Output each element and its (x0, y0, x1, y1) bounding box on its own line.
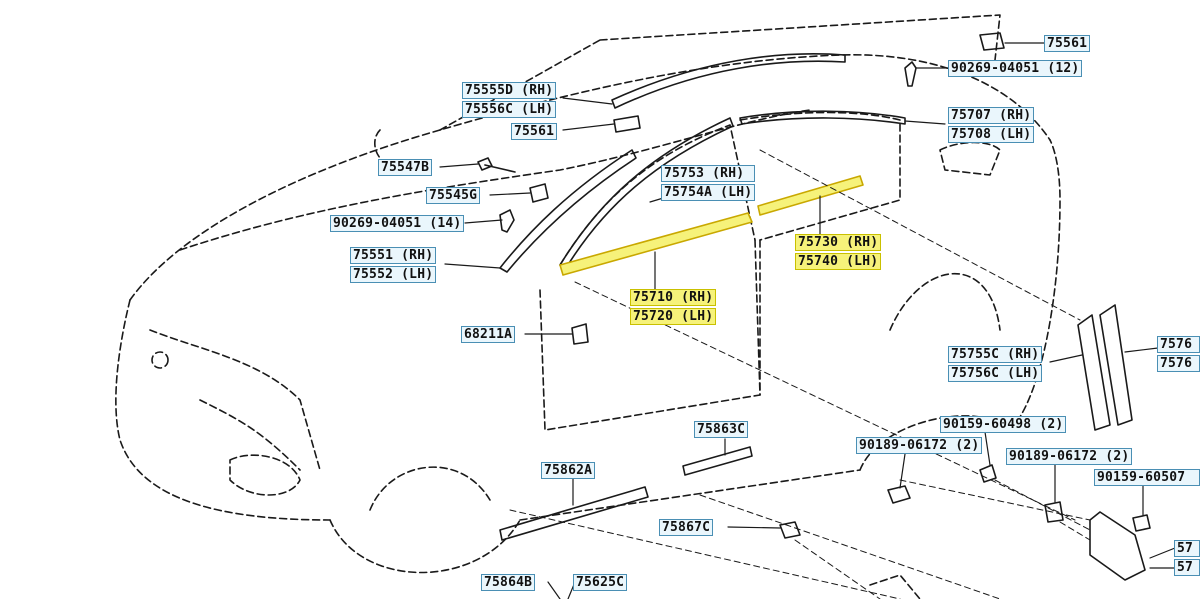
clip-75561 (613, 115, 641, 133)
clip-68211A (571, 323, 589, 345)
roof-molding (611, 53, 846, 109)
front-belt-molding (559, 212, 753, 276)
part-label-75710-75720: 75710 (RH)75720 (LH) (630, 289, 717, 327)
bracket-57 (1089, 511, 1146, 581)
part-label-75547B: 75547B (378, 159, 433, 178)
clip-75867C (779, 521, 801, 539)
part-label-68211A: 68211A (461, 326, 516, 345)
bolt-90189-b (1044, 501, 1064, 523)
part-label-75867C: 75867C (659, 519, 714, 538)
part-label-75561-top: 75561 (1044, 35, 1091, 54)
part-label-90189-06172-b: 90189-06172 (2) (1006, 448, 1133, 467)
part-label-75551-75552: 75551 (RH)75552 (LH) (350, 247, 437, 285)
rear-belt-molding (757, 175, 864, 216)
part-label-90189-06172-a: 90189-06172 (2) (856, 437, 983, 456)
garnish-7576 (1099, 304, 1133, 426)
lower-part-75864B (869, 574, 921, 599)
part-label-75864B: 75864B (481, 574, 536, 593)
part-label-75730-75740: 75730 (RH)75740 (LH) (795, 234, 882, 272)
clip-75545G (529, 183, 549, 203)
part-label-75755C-75756C: 75755C (RH)75756C (LH) (948, 346, 1043, 384)
part-label-75863C: 75863C (694, 421, 749, 440)
part-label-75625C: 75625C (573, 574, 628, 593)
screw-90159-60498 (979, 464, 997, 483)
part-label-75707-75708: 75707 (RH)75708 (LH) (948, 107, 1035, 145)
pillar-molding (499, 149, 637, 273)
part-label-75862A: 75862A (541, 462, 596, 481)
clip-75547B (477, 157, 516, 173)
part-label-75753-75754A: 75753 (RH)75754A (LH) (661, 165, 756, 203)
part-label-90159-60507: 90159-60507 (1094, 469, 1200, 488)
part-label-90159-60498: 90159-60498 (2) (940, 416, 1067, 435)
rear-frame-molding (739, 110, 906, 125)
upper-frame-molding (559, 117, 734, 269)
part-label-90269-04051-14: 90269-04051 (14) (330, 215, 465, 234)
clip-75561-top (979, 32, 1005, 51)
part-label-90269-04051-12: 90269-04051 (12) (948, 60, 1083, 79)
bolt-90189-a (887, 485, 911, 504)
screw-90269-12 (904, 61, 917, 87)
part-label-75545G: 75545G (426, 187, 481, 206)
part-label-75561: 75561 (511, 123, 558, 142)
garnish-75755C (1077, 314, 1111, 431)
rocker-75863C (682, 446, 753, 476)
car-body (115, 14, 1061, 574)
screw-90269-14 (499, 209, 515, 233)
screw-90159-60507 (1132, 514, 1151, 532)
rocker-75862A (499, 486, 649, 541)
part-label-75555D-75556C: 75555D (RH)75556C (LH) (462, 82, 557, 120)
